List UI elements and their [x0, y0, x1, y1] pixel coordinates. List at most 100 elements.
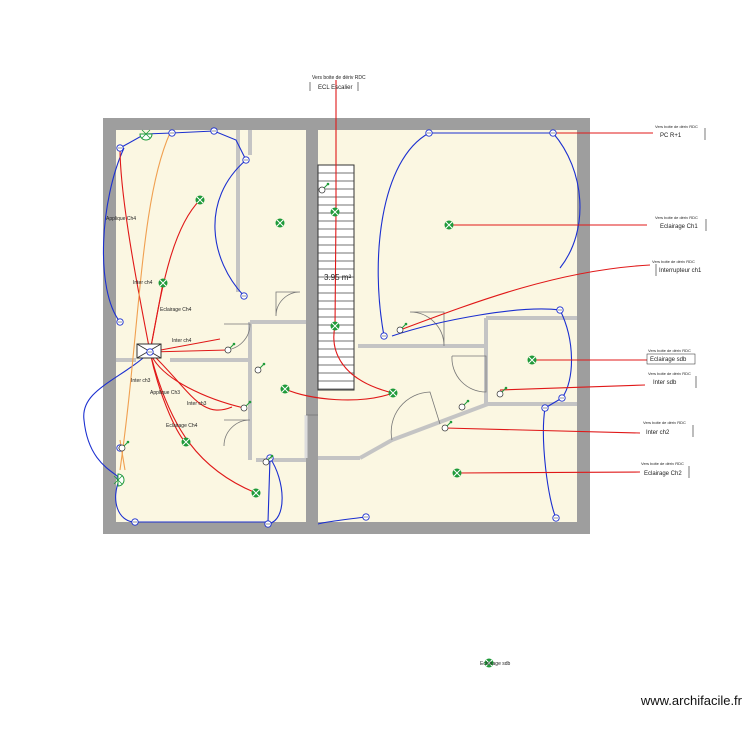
room-labels: 3.95 m² Applique Ch4 Inter ch4 Eclairage… — [106, 216, 511, 667]
watermark: www.archifacile.fr — [640, 693, 742, 708]
tag-inter-sdb-caption: Vers boite de dériv RDC — [648, 371, 691, 376]
tag-ch1: Vers boite de dériv RDC Eclairage Ch1 — [655, 215, 707, 231]
wire-blue — [552, 132, 581, 269]
label-inter-ch4-b: Inter ch4 — [172, 338, 192, 344]
switch-icon — [318, 182, 330, 194]
wire-red — [149, 351, 245, 409]
area-label: 3.95 m² — [324, 273, 351, 282]
label-eclairage-ch4-b: Eclairage Ch4 — [166, 423, 198, 429]
door-ch3 — [223, 419, 251, 447]
interior-partitions — [116, 130, 577, 462]
wire-blue — [102, 147, 125, 323]
switch-icon — [458, 399, 470, 411]
partition-diagonal-a — [359, 438, 393, 460]
wire-red — [149, 338, 221, 353]
light-point-icon — [330, 321, 340, 331]
electrical-devices — [113, 127, 566, 668]
wire-blue — [377, 132, 430, 337]
door-ch1 — [409, 311, 445, 347]
door-ch2 — [390, 391, 441, 441]
wire-red — [149, 282, 164, 353]
tag-ch1-caption: Vers boite de dériv RDC — [655, 215, 698, 220]
door-sdb — [451, 355, 487, 393]
tag-pc-name: PC R+1 — [660, 133, 682, 139]
tag-inter-ch1-name: Interrupteur ch1 — [659, 268, 702, 274]
tag-pc-caption: Vers boite de dériv RDC — [655, 124, 698, 129]
switch-icon — [118, 440, 130, 452]
wire-red — [456, 471, 641, 474]
tag-inter-ch2-name: Inter ch2 — [646, 430, 670, 436]
outlet-icon — [168, 129, 176, 137]
tag-ch1-name: Eclairage Ch1 — [660, 224, 698, 230]
tag-inter-ch1-caption: Vers boite de dériv RDC — [652, 259, 695, 264]
wire-blue — [83, 351, 151, 479]
outlet-icon — [240, 292, 248, 300]
label-applique-ch4: Applique Ch4 — [106, 216, 136, 222]
outlet-icon — [210, 127, 218, 135]
outlet-icon — [380, 332, 388, 340]
tag-inter-sdb-name: Inter sdb — [653, 380, 677, 386]
outlet-icon — [558, 394, 566, 402]
outlet-icon — [552, 514, 560, 522]
wall-light-icon — [139, 129, 153, 141]
switch-icon — [224, 342, 236, 354]
door-hall — [275, 291, 301, 317]
switch-icon — [496, 386, 508, 398]
light-point-icon — [484, 658, 494, 668]
light-point-icon — [195, 195, 205, 205]
label-eclairage-ch4-a: Eclairage Ch4 — [160, 307, 192, 313]
outlet-icon — [264, 520, 272, 528]
label-eclairage-sdb-stray: Eclairage sdb — [480, 661, 511, 667]
light-point-icon — [158, 278, 168, 288]
wire-red — [149, 351, 233, 411]
outlet-icon — [362, 513, 370, 521]
wire-red — [119, 147, 151, 353]
tag-ch2-caption: Vers boite de dériv RDC — [641, 461, 684, 466]
central-wall — [306, 118, 318, 534]
switch-icon — [240, 400, 252, 412]
tag-escalier-caption: Vers boite de dériv RDC — [312, 75, 366, 81]
right-floor — [318, 130, 577, 522]
outlet-icon — [556, 306, 564, 314]
light-point-icon — [388, 388, 398, 398]
tag-inter-sdb: Vers boite de dériv RDC Inter sdb — [648, 371, 697, 388]
wall-light-icon — [113, 473, 125, 487]
switch-icon — [396, 322, 408, 334]
wire-orange — [119, 132, 171, 471]
outlet-icon — [242, 156, 250, 164]
wire-blue — [317, 516, 367, 525]
wire-red — [333, 325, 394, 394]
switch-icon — [254, 362, 266, 374]
partition-diagonal-b — [391, 402, 489, 442]
outlet-icon — [116, 144, 124, 152]
light-point-icon — [452, 468, 462, 478]
tag-sdb-box — [646, 353, 696, 365]
switch-icon — [441, 420, 453, 432]
outlet-icon — [116, 318, 124, 326]
wire-red — [444, 427, 641, 434]
outlet-icon — [549, 129, 557, 137]
tag-inter-ch2: Vers boite de dériv RDC Inter ch2 — [643, 420, 694, 437]
label-inter-ch3-b: Inter ch3 — [187, 401, 207, 407]
outlet-icon — [131, 518, 139, 526]
outlet-icon — [425, 129, 433, 137]
label-inter-ch4-a: Inter ch4 — [133, 280, 153, 286]
wire-blue — [559, 309, 573, 399]
wire-red — [149, 349, 229, 353]
label-inter-ch3-a: Inter ch3 — [131, 378, 151, 384]
wire-red — [284, 388, 394, 401]
wire-red — [399, 264, 651, 331]
switch-icon — [262, 454, 274, 466]
left-floor — [116, 130, 306, 522]
light-point-icon — [275, 218, 285, 228]
label-applique-ch3: Applique Ch3 — [150, 390, 180, 396]
wire-blue — [391, 308, 561, 337]
tag-sdb-name: Eclairage sdb — [650, 357, 687, 363]
light-point-icon — [181, 437, 191, 447]
tag-sdb-caption: Vers boite de dériv RDC — [648, 348, 691, 353]
tag-ch2: Vers boite de dériv RDC Eclairage Ch2 — [641, 461, 690, 478]
light-point-icon — [251, 488, 261, 498]
outlet-icon — [541, 404, 549, 412]
circuit-tags: Vers boite de dériv RDC ECL Escalier Ver… — [309, 75, 707, 478]
